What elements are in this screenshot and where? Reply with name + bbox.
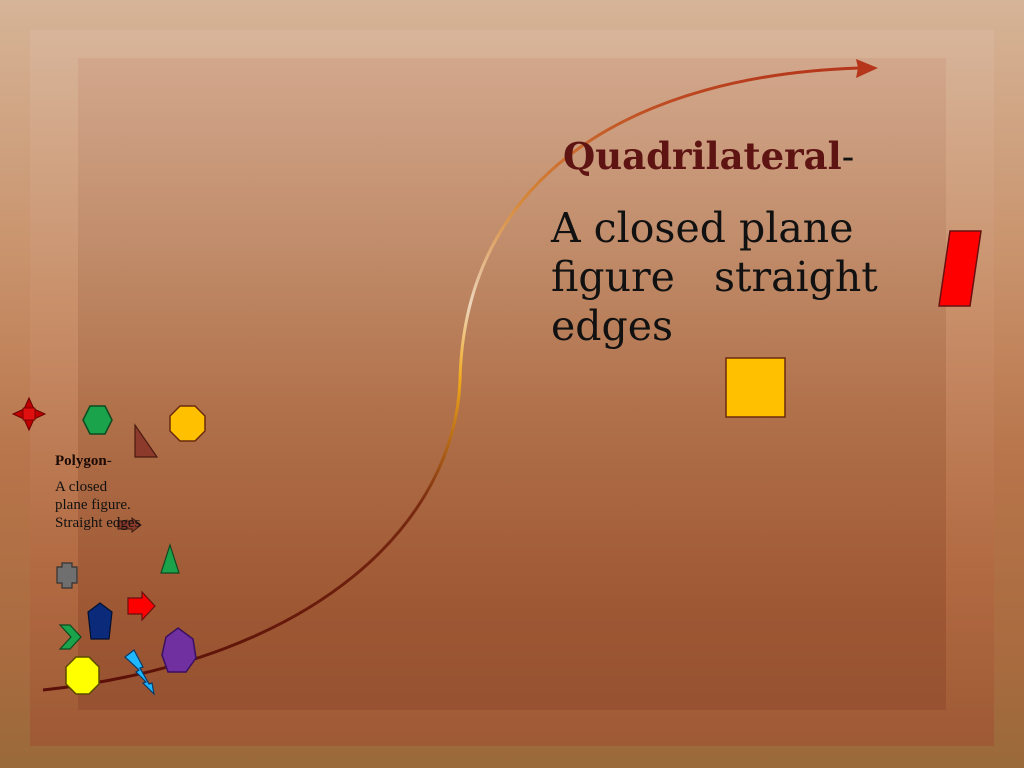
small-arrow-shape xyxy=(117,516,142,534)
polygon-dash: - xyxy=(106,453,112,469)
lightning-bolt-shape xyxy=(124,649,155,696)
hexagon-shape xyxy=(82,405,113,435)
polygon-definition-line: Straight edges xyxy=(55,515,141,531)
four-point-star-shape xyxy=(11,396,47,432)
s-curve-arrow xyxy=(42,66,861,692)
chevron-shape xyxy=(58,624,82,650)
quadrilateral-term: Quadrilateral xyxy=(563,134,842,178)
triangle-shape xyxy=(160,543,180,574)
polygon-term: Polygon xyxy=(55,453,107,469)
circle-shape xyxy=(65,656,100,695)
quadrilateral-dash: - xyxy=(841,135,855,178)
polygon-heading: Polygon- xyxy=(55,453,112,470)
pentagon-shape xyxy=(87,602,113,640)
quadrilateral-definition-line: A closed plane xyxy=(551,204,854,252)
polygon-definition-line: plane figure. xyxy=(55,497,131,513)
quadrilateral-definition-line: edges xyxy=(551,302,674,350)
heptagon-shape xyxy=(161,627,197,673)
parallelogram-shape xyxy=(938,230,982,307)
quadrilateral-definition-line: figure straight xyxy=(551,253,878,301)
arrowhead-icon xyxy=(856,59,878,78)
slide-frame-inner xyxy=(78,58,946,710)
octagon-shape xyxy=(169,405,206,442)
quadrilateral-heading: Quadrilateral- xyxy=(563,134,854,178)
polygon-definition-line: A closed xyxy=(55,479,108,495)
polygon-definition: A closed plane figure. Straight edges xyxy=(55,478,140,532)
quadrilateral-definition: A closed plane figure straight edges xyxy=(551,204,878,351)
square-shape xyxy=(725,357,786,418)
right-triangle-shape xyxy=(134,423,159,458)
right-arrow-shape xyxy=(127,590,156,622)
cross-shape xyxy=(56,562,78,589)
